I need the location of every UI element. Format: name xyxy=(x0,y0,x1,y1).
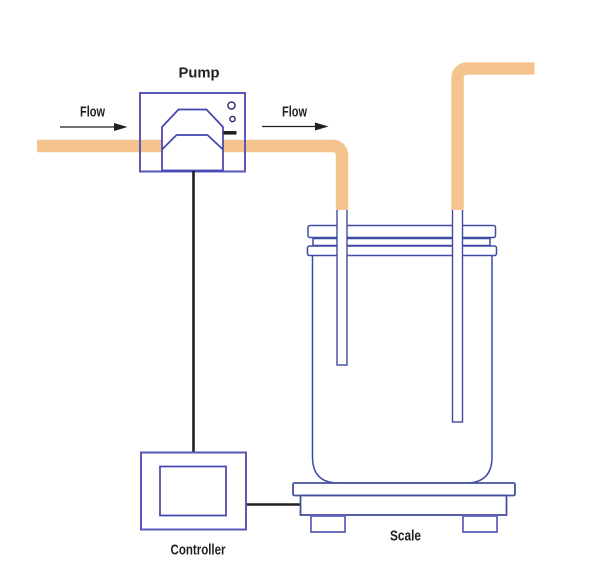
vessel-lid-bottom xyxy=(306,245,498,257)
dip-tube-left xyxy=(336,207,348,366)
pump-switch xyxy=(223,131,237,135)
pump-indicator-light-bottom xyxy=(229,115,236,123)
dip-tube-right xyxy=(451,207,464,423)
flow-arrow-left-icon xyxy=(60,123,128,131)
pump-indicator-light-top xyxy=(227,101,236,110)
tube-vessel-return xyxy=(451,62,535,210)
tube-pump-feed xyxy=(37,139,349,210)
scale-label: Scale xyxy=(390,528,421,545)
scale-platform xyxy=(292,482,516,497)
flow-arrow-right-icon xyxy=(262,122,329,131)
pump-head-outer xyxy=(161,108,224,172)
pump-head-inner xyxy=(161,134,224,151)
vessel-lid-top xyxy=(307,224,497,239)
scale-foot-right xyxy=(462,515,498,533)
scale-foot-left xyxy=(310,515,346,533)
flow-left-label: Flow xyxy=(80,104,105,121)
scale-body xyxy=(299,494,508,516)
pump-label: Pump xyxy=(179,65,220,82)
flow-right-label: Flow xyxy=(282,104,307,121)
controller-label: Controller xyxy=(171,542,226,559)
controller-screen xyxy=(159,465,227,517)
